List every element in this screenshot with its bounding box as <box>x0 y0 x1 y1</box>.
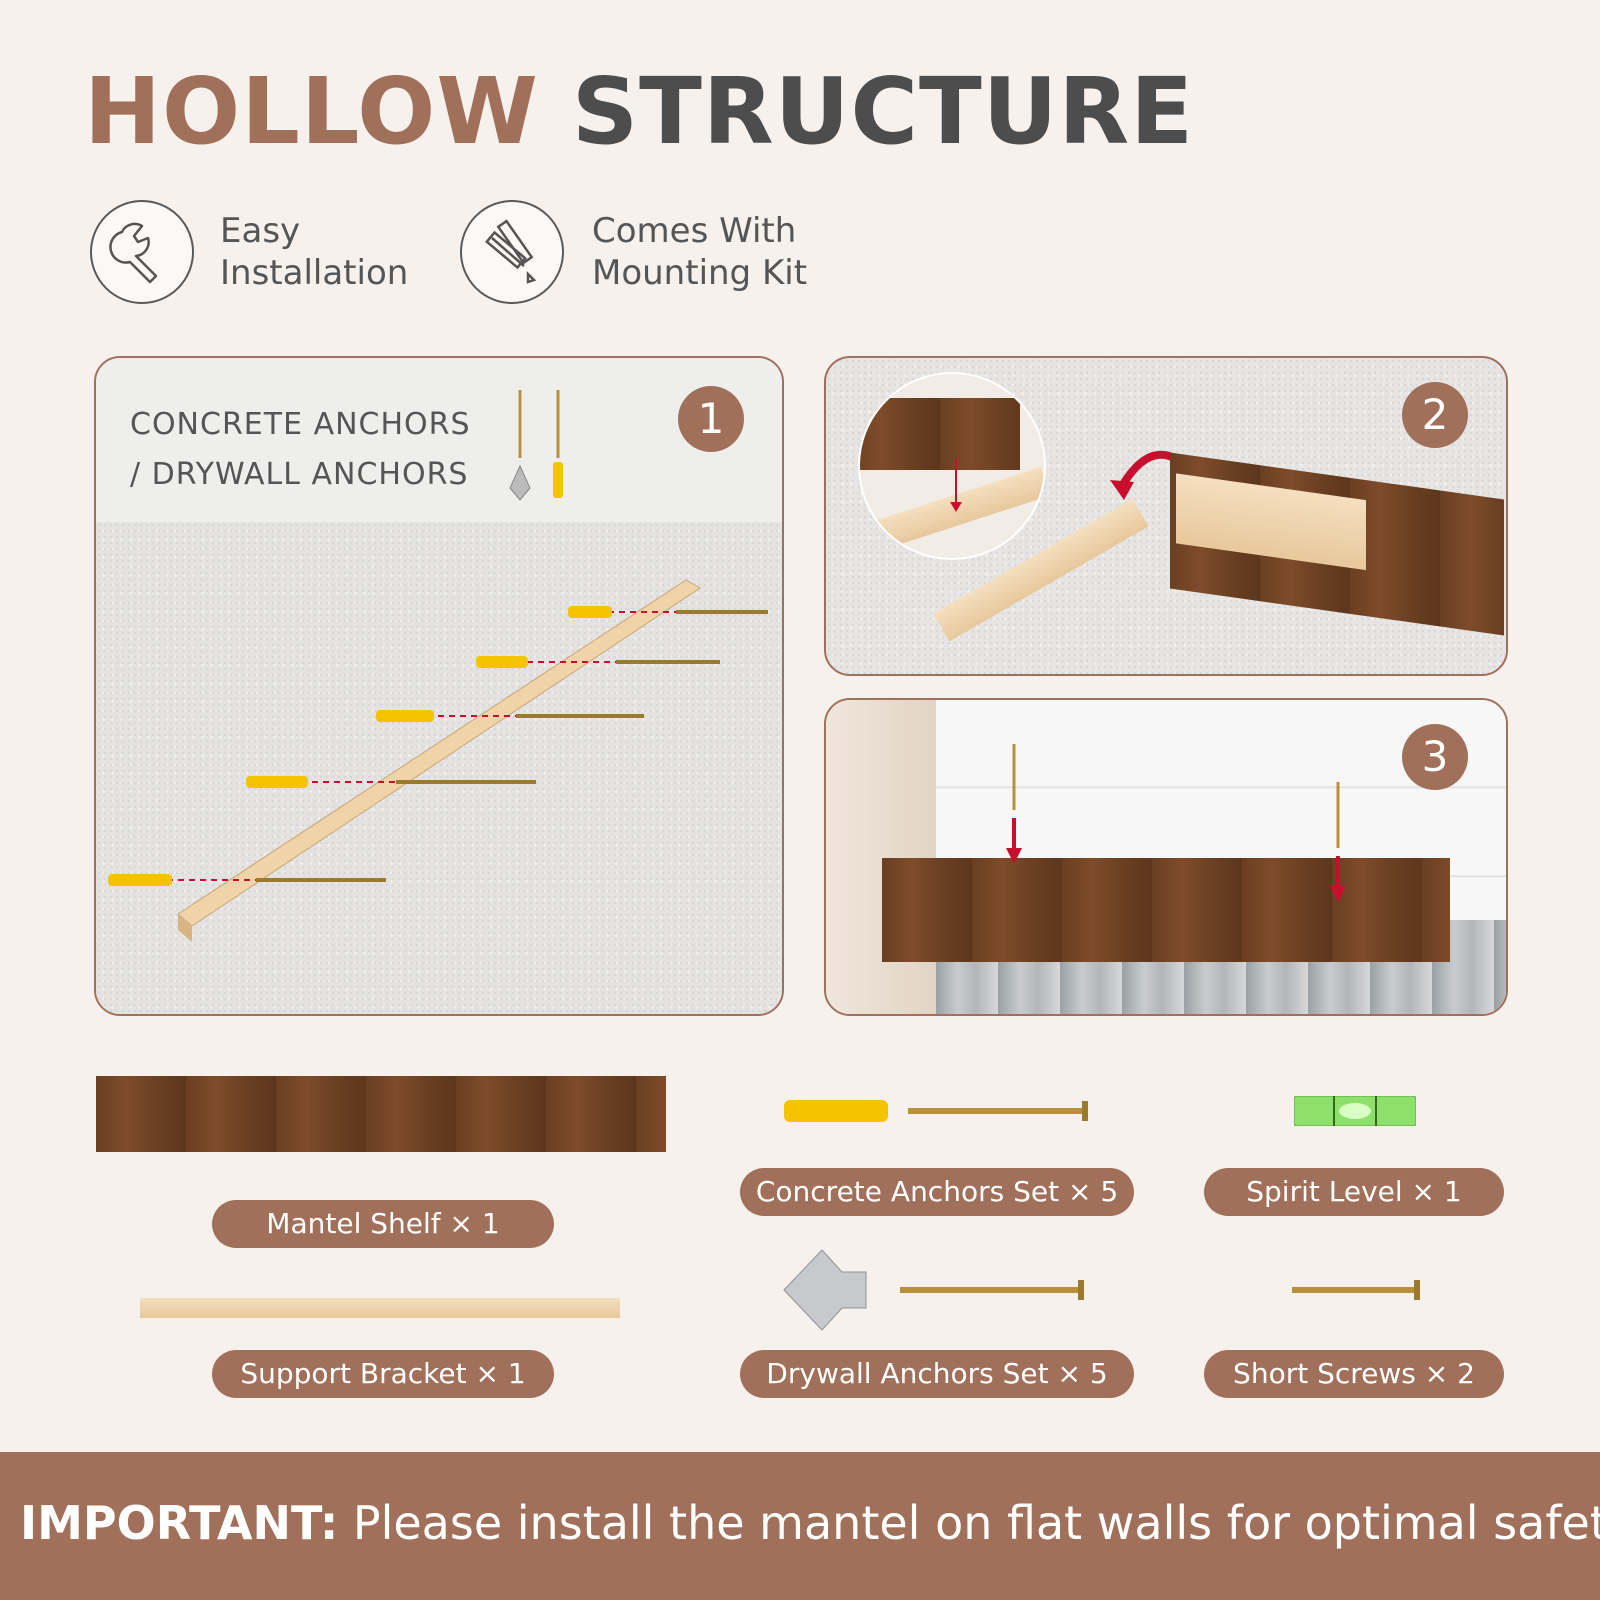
feature-line: Easy <box>220 211 301 251</box>
screw-down-arrow-icon <box>1330 782 1346 902</box>
feature-mounting-kit: Comes With Mounting Kit <box>592 210 807 294</box>
installed-mantel <box>882 858 1450 962</box>
mantel-shelf-label: Mantel Shelf × 1 <box>212 1200 554 1248</box>
feature-line: Mounting Kit <box>592 253 808 293</box>
feature-easy-installation: Easy Installation <box>220 210 408 294</box>
feature-line: Installation <box>220 253 409 293</box>
support-bracket-image <box>140 1298 620 1318</box>
step1-label-area <box>96 358 782 522</box>
mantel-shelf-open <box>1170 452 1504 636</box>
important-label: IMPORTANT: <box>20 1496 339 1550</box>
arrow-down-icon <box>950 458 962 512</box>
hollow-interior <box>1176 473 1366 571</box>
important-banner: IMPORTANT: Please install the mantel on … <box>0 1452 1600 1600</box>
drywall-anchor-image <box>783 1249 1084 1331</box>
important-notice: IMPORTANT: Please install the mantel on … <box>20 1496 1600 1550</box>
screws-icon <box>460 200 564 304</box>
detail-mantel <box>860 398 1020 470</box>
step3-panel: 3 <box>824 698 1508 1016</box>
screw-down-arrow-icon <box>1006 744 1022 864</box>
spirit-level-image <box>1294 1096 1416 1126</box>
wrench-icon <box>90 200 194 304</box>
spirit-level-label: Spirit Level × 1 <box>1204 1168 1504 1216</box>
short-screw-image <box>1292 1280 1420 1300</box>
anchors-label-line: / DRYWALL ANCHORS <box>130 457 469 492</box>
detail-inset <box>858 372 1046 560</box>
anchors-label-line: CONCRETE ANCHORS <box>130 407 471 442</box>
step-number-2: 2 <box>1402 382 1468 448</box>
title-word-structure: STRUCTURE <box>571 58 1195 165</box>
step1-panel: CONCRETE ANCHORS / DRYWALL ANCHORS 1 <box>94 356 784 1016</box>
concrete-anchor-image <box>784 1100 1088 1122</box>
drywall-anchors-label: Drywall Anchors Set × 5 <box>740 1350 1134 1398</box>
anchor-screws-icon <box>509 390 563 501</box>
feature-line: Comes With <box>592 211 797 251</box>
curtain <box>826 700 936 1014</box>
mantel-shelf-image <box>96 1076 666 1152</box>
anchors-label: CONCRETE ANCHORS / DRYWALL ANCHORS <box>130 400 471 500</box>
important-text: Please install the mantel on flat walls … <box>338 1496 1600 1550</box>
support-bracket-illustration <box>108 579 768 942</box>
short-screws-label: Short Screws × 2 <box>1204 1350 1504 1398</box>
page-title: HOLLOW STRUCTURE <box>84 58 1194 165</box>
step-number-3: 3 <box>1402 724 1468 790</box>
concrete-anchors-label: Concrete Anchors Set × 5 <box>740 1168 1134 1216</box>
support-bracket-label: Support Bracket × 1 <box>212 1350 554 1398</box>
title-word-hollow: HOLLOW <box>84 58 539 165</box>
step2-panel: 2 <box>824 356 1508 676</box>
step-number-1: 1 <box>678 386 744 452</box>
